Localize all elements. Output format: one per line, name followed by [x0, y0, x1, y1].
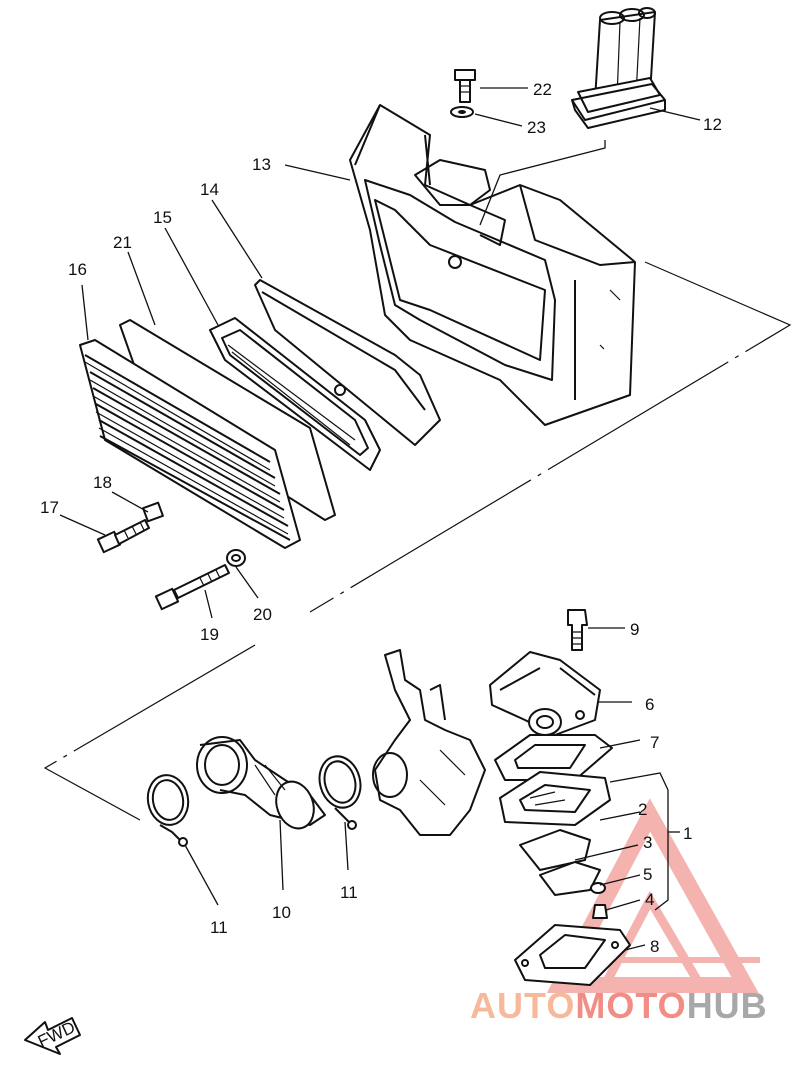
part-6-manifold	[489, 651, 601, 736]
part-20-nut	[226, 549, 246, 567]
part-15-element-frame	[209, 317, 381, 471]
part-23-washer	[450, 106, 474, 118]
part-11-clamp-right	[318, 755, 362, 830]
leader-lines	[59, 87, 701, 951]
watermark: AUTOMOTOHUB	[470, 798, 768, 1026]
label-4: 4	[645, 890, 654, 909]
part-labels: 22 23 12 13 14 15 21 16 18 17 19 20 9 6 …	[40, 80, 722, 956]
part-14-seal-plate	[254, 279, 441, 446]
fwd-arrow-icon: FWD	[24, 1017, 81, 1055]
label-12: 12	[703, 115, 722, 134]
label-11-left: 11	[210, 918, 228, 937]
label-16: 16	[68, 260, 87, 279]
watermark-hub: HUB	[687, 985, 768, 1026]
label-14: 14	[200, 180, 219, 199]
watermark-moto: MOTO	[575, 985, 686, 1026]
label-5: 5	[643, 865, 652, 884]
label-22: 22	[533, 80, 552, 99]
carburetor-reference	[372, 649, 486, 836]
label-8: 8	[650, 937, 659, 956]
phantom-divider	[43, 261, 792, 821]
label-9: 9	[630, 620, 639, 639]
part-19-long-bolt	[154, 564, 230, 611]
part-1-reed-valve-assembly	[499, 771, 611, 919]
label-6: 6	[645, 695, 654, 714]
label-11-right: 11	[340, 883, 358, 902]
part-17-screw	[96, 519, 150, 554]
part-7-gasket	[494, 734, 613, 781]
part-10-intake-boot	[196, 736, 326, 830]
label-23: 23	[527, 118, 546, 137]
part-12-intake-duct	[571, 7, 666, 129]
watermark-auto: AUTO	[470, 985, 575, 1026]
label-3: 3	[643, 833, 652, 852]
part-9-bolt	[567, 609, 588, 651]
label-19: 19	[200, 625, 219, 644]
label-20: 20	[253, 605, 272, 624]
label-13: 13	[252, 155, 271, 174]
label-2: 2	[638, 800, 647, 819]
label-17: 17	[40, 498, 59, 517]
part-11-clamp-left	[146, 774, 190, 847]
part-18-nut	[142, 501, 164, 523]
part-13-air-box	[349, 104, 636, 426]
label-21: 21	[113, 233, 132, 252]
svg-text:AUTOMOTOHUB: AUTOMOTOHUB	[470, 985, 768, 1026]
label-7: 7	[650, 733, 659, 752]
label-15: 15	[153, 208, 172, 227]
part-22-bolt	[454, 69, 476, 103]
part-8-gasket	[514, 924, 631, 986]
label-18: 18	[93, 473, 112, 492]
part-16-louvered-cover	[79, 339, 301, 549]
label-1: 1	[683, 824, 692, 843]
label-10: 10	[272, 903, 291, 922]
